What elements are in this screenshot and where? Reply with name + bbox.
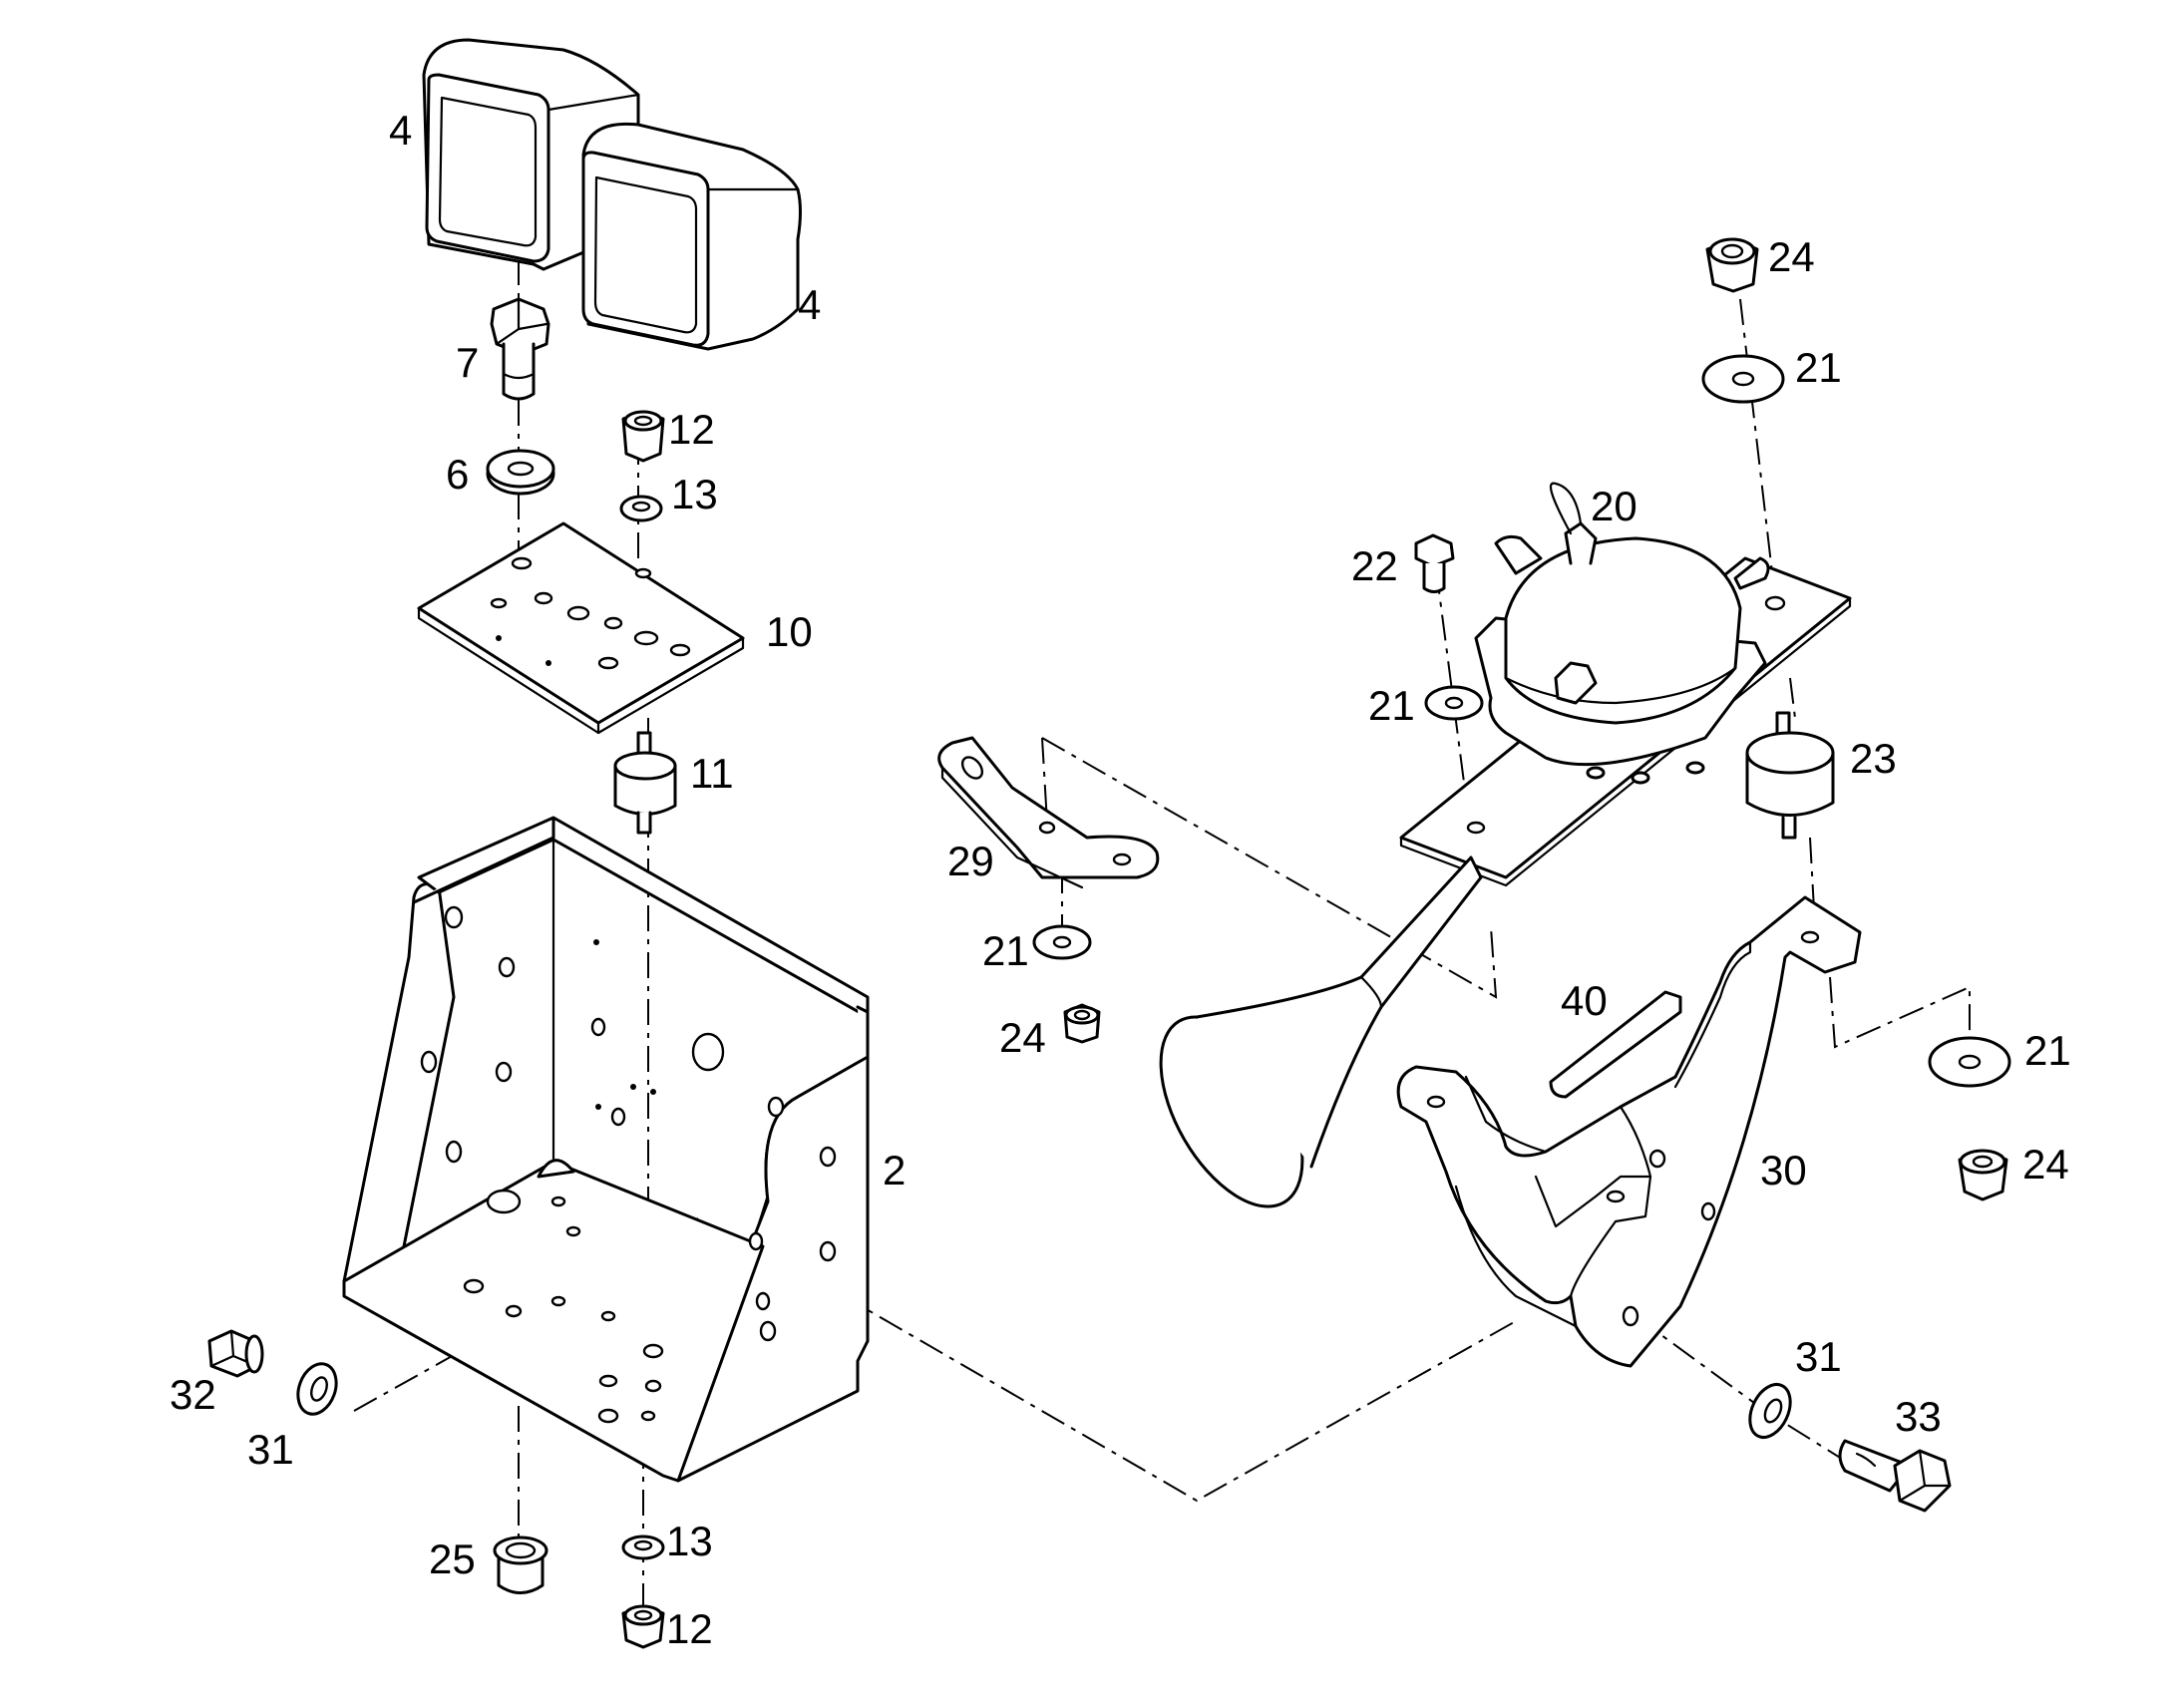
rubber-strip-40	[1549, 990, 1682, 1099]
callout-21-right: 21	[2024, 1027, 2071, 1074]
washer-21-top	[1701, 354, 1785, 404]
bolt-33	[1838, 1439, 1952, 1513]
grommet-25	[493, 1536, 548, 1594]
callout-24-right: 24	[2022, 1141, 2069, 1188]
rubber-mount-23	[1745, 711, 1835, 840]
callout-labels: 4 4 7 6 12 13 10 11 2 32 31 25 13 12 24 …	[170, 107, 2071, 1652]
callout-32: 32	[170, 1371, 216, 1418]
callout-21-strap: 21	[982, 927, 1029, 974]
callout-4-lamp-right: 4	[798, 281, 821, 328]
bracket-30	[1396, 895, 1862, 1368]
horn-trumpet	[1159, 855, 1483, 1208]
washer-13-top	[619, 495, 663, 522]
callout-6: 6	[446, 451, 469, 498]
callout-11: 11	[690, 750, 734, 797]
mounting-plate-10	[417, 521, 745, 735]
nut-24-right	[1958, 1149, 2008, 1201]
callout-31-right: 31	[1795, 1333, 1842, 1380]
strap-bracket-29	[937, 736, 1160, 889]
bolt-22	[1414, 533, 1455, 593]
callout-4-lamp-left: 4	[389, 107, 412, 154]
washer-31-right	[1748, 1383, 1792, 1439]
work-lamp-2	[581, 122, 802, 351]
nut-12-top	[621, 410, 665, 463]
horn-compressor-20	[1399, 482, 1852, 887]
rubber-mount-11	[613, 731, 677, 835]
callout-7: 7	[456, 339, 479, 386]
washer-31-left	[296, 1362, 338, 1416]
callout-33: 33	[1895, 1393, 1942, 1440]
callout-13-bottom: 13	[666, 1518, 713, 1564]
washer-21-mid	[1424, 685, 1484, 721]
callout-12-top: 12	[668, 406, 715, 453]
bolt-7	[490, 297, 550, 401]
callout-21-mid: 21	[1368, 682, 1415, 729]
callout-29: 29	[947, 838, 994, 884]
main-bracket-2	[342, 816, 870, 1483]
callout-21-top: 21	[1795, 344, 1842, 391]
callout-24-top: 24	[1768, 233, 1815, 280]
callout-25: 25	[429, 1536, 476, 1582]
nut-32	[207, 1329, 264, 1378]
callout-23: 23	[1850, 735, 1897, 782]
callout-30: 30	[1760, 1147, 1807, 1194]
washer-13-bottom	[621, 1535, 665, 1560]
nut-12-bottom	[621, 1604, 665, 1649]
washer-6	[486, 449, 555, 496]
callout-2: 2	[883, 1147, 906, 1194]
washer-21-strap	[1032, 924, 1092, 960]
callout-12-bottom: 12	[666, 1605, 713, 1652]
callout-20: 20	[1591, 483, 1637, 529]
callout-24-strap: 24	[999, 1014, 1046, 1061]
callout-31-left: 31	[247, 1426, 294, 1473]
nut-24-strap	[1063, 1003, 1101, 1044]
washer-21-right	[1928, 1036, 2011, 1088]
callout-40: 40	[1561, 977, 1608, 1024]
callout-10: 10	[766, 608, 813, 655]
callout-22: 22	[1351, 542, 1398, 589]
callout-13-top: 13	[671, 471, 718, 517]
nut-24-top	[1705, 237, 1759, 293]
